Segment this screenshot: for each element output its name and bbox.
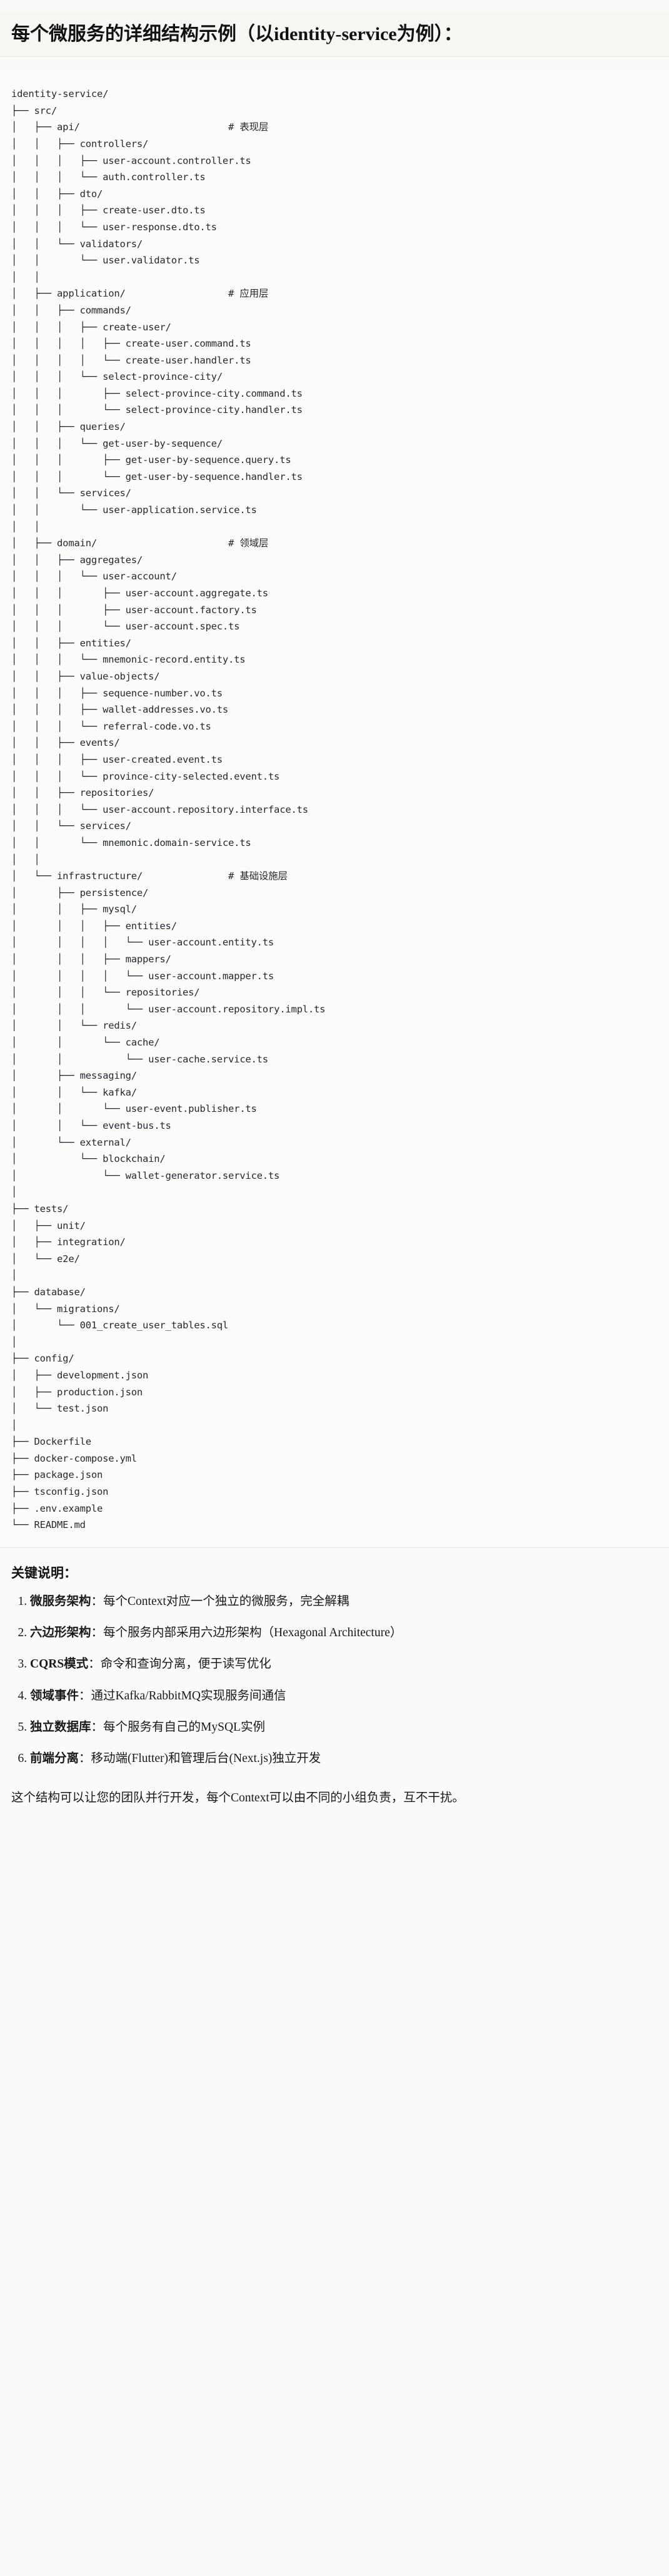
key-note-separator: ： bbox=[91, 1594, 104, 1608]
key-notes-list: 微服务架构：每个Context对应一个独立的微服务，完全解耦六边形架构：每个服务… bbox=[11, 1593, 658, 1768]
document-page: 每个微服务的详细结构示例（以identity-service为例）： ident… bbox=[0, 13, 669, 1824]
key-note-item: CQRS模式：命令和查询分离，便于读写优化 bbox=[30, 1656, 658, 1673]
closing-paragraph: 这个结构可以让您的团队并行开发，每个Context可以由不同的小组负责，互不干扰… bbox=[11, 1791, 465, 1805]
key-notes-title: 关键说明： bbox=[11, 1565, 77, 1581]
key-note-item: 前端分离：移动端(Flutter)和管理后台(Next.js)独立开发 bbox=[30, 1750, 658, 1768]
key-note-item: 领域事件：通过Kafka/RabbitMQ实现服务间通信 bbox=[30, 1688, 658, 1705]
key-note-description: 每个Context对应一个独立的微服务，完全解耦 bbox=[103, 1594, 350, 1608]
key-note-term: 微服务架构 bbox=[30, 1594, 91, 1608]
key-note-term: 前端分离 bbox=[30, 1752, 79, 1766]
page-title: 每个微服务的详细结构示例（以identity-service为例）： bbox=[0, 13, 669, 58]
key-note-item: 六边形架构：每个服务内部采用六边形架构（Hexagonal Architectu… bbox=[30, 1624, 658, 1642]
key-note-term: 独立数据库 bbox=[30, 1720, 91, 1734]
key-note-separator: ： bbox=[79, 1752, 91, 1766]
key-note-separator: ： bbox=[91, 1626, 104, 1640]
key-note-item: 独立数据库：每个服务有自己的MySQL实例 bbox=[30, 1719, 658, 1736]
key-note-description: 每个服务内部采用六边形架构（Hexagonal Architecture） bbox=[103, 1626, 403, 1640]
key-notes-block: 关键说明： 微服务架构：每个Context对应一个独立的微服务，完全解耦六边形架… bbox=[0, 1547, 669, 1824]
directory-tree-block: identity-service/ ├── src/ │ ├── api/ # … bbox=[0, 69, 669, 1548]
key-note-separator: ： bbox=[91, 1720, 104, 1734]
key-note-separator: ： bbox=[88, 1657, 101, 1671]
key-note-separator: ： bbox=[79, 1689, 91, 1703]
key-note-description: 通过Kafka/RabbitMQ实现服务间通信 bbox=[91, 1689, 286, 1703]
key-note-description: 移动端(Flutter)和管理后台(Next.js)独立开发 bbox=[91, 1752, 321, 1766]
key-note-term: CQRS模式 bbox=[30, 1657, 89, 1671]
key-note-term: 领域事件 bbox=[30, 1689, 79, 1703]
key-note-item: 微服务架构：每个Context对应一个独立的微服务，完全解耦 bbox=[30, 1593, 658, 1611]
key-note-description: 命令和查询分离，便于读写优化 bbox=[100, 1657, 271, 1671]
directory-tree: identity-service/ ├── src/ │ ├── api/ # … bbox=[11, 88, 326, 1531]
key-note-description: 每个服务有自己的MySQL实例 bbox=[103, 1720, 265, 1734]
key-note-term: 六边形架构 bbox=[30, 1626, 91, 1640]
